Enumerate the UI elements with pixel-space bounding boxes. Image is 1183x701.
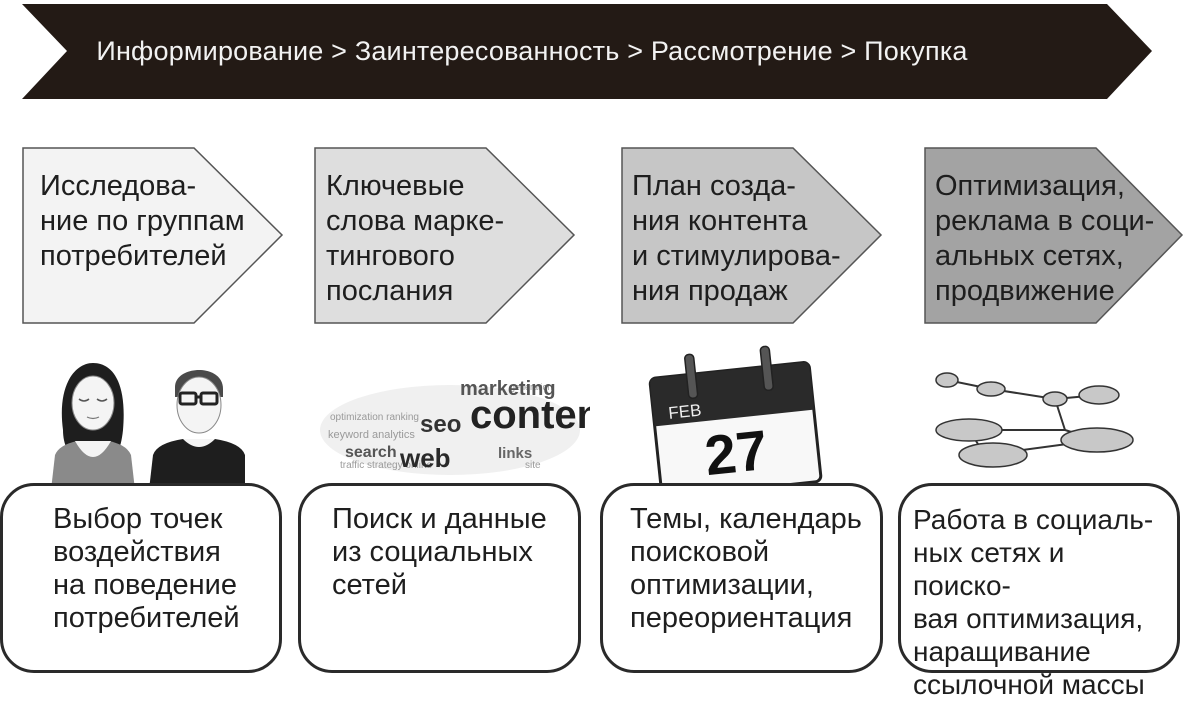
card-text: Выбор точек воздействия на поведение пот… bbox=[53, 503, 240, 634]
keywords-wordcloud-illustration: optimization ranking keyword analytics t… bbox=[320, 378, 590, 475]
wordcloud-word-content: content bbox=[470, 393, 590, 437]
stage-chevron-shape bbox=[314, 147, 576, 324]
man-icon bbox=[149, 370, 245, 490]
card-search-social: Поиск и данные из социальных сетей bbox=[298, 483, 581, 673]
svg-text:traffic strategy online: traffic strategy online bbox=[340, 460, 433, 471]
stage-chevron-shape bbox=[22, 147, 284, 324]
stage-label: План созда- ния контента и стимулирова- … bbox=[632, 170, 841, 307]
card-text: Работа в социаль- ных сетях и поиско- ва… bbox=[913, 504, 1154, 700]
funnel-stages-title: Информирование > Заинтересованность > Ра… bbox=[96, 36, 968, 66]
card-social-seo: Работа в социаль- ных сетях и поиско- ва… bbox=[898, 483, 1180, 700]
stage-optimization: Оптимизация, реклама в соци- альных сетя… bbox=[924, 147, 1183, 324]
svg-text:optimization ranking: optimization ranking bbox=[330, 412, 419, 423]
stage-content-plan: План созда- ния контента и стимулирова- … bbox=[621, 147, 883, 324]
svg-text:keyword analytics: keyword analytics bbox=[328, 429, 415, 441]
card-text: Темы, календарь поисковой оптимизации, п… bbox=[630, 503, 862, 634]
wordcloud-word-links: links bbox=[498, 445, 532, 462]
stage-chevron-shape bbox=[924, 147, 1183, 324]
stage-label: Ключевые слова марке- тингового послания bbox=[326, 170, 505, 307]
wordcloud-word-seo: seo bbox=[420, 411, 461, 438]
wordcloud-word-search: search bbox=[345, 444, 397, 461]
network-graph-icon bbox=[935, 372, 1134, 468]
banner-arrow-shape bbox=[22, 4, 1152, 99]
card-touchpoints: Выбор точек воздействия на поведение пот… bbox=[0, 483, 282, 673]
woman-icon bbox=[51, 363, 135, 490]
stage-keywords: Ключевые слова марке- тингового послания bbox=[314, 147, 576, 324]
wordcloud-word-marketing: web bbox=[399, 443, 451, 473]
wordcloud-word-web: marketing bbox=[460, 378, 556, 400]
funnel-banner: Информирование > Заинтересованность > Ра… bbox=[22, 4, 1152, 99]
stage-chevron-shape bbox=[621, 147, 883, 324]
calendar-icon: FEB 27 bbox=[648, 345, 823, 485]
card-topics-calendar: Темы, календарь поисковой оптимизации, п… bbox=[600, 483, 883, 673]
stage-label: Исследова- ние по группам потребителей bbox=[40, 170, 245, 272]
svg-text:generation: generation bbox=[510, 382, 553, 392]
stage-label: Оптимизация, реклама в соци- альных сетя… bbox=[935, 170, 1155, 307]
svg-text:site: site bbox=[525, 460, 541, 471]
calendar-month: FEB bbox=[667, 400, 702, 422]
stage-research: Исследова- ние по группам потребителей bbox=[22, 147, 284, 324]
consumers-illustration bbox=[51, 363, 245, 490]
calendar-day: 27 bbox=[702, 418, 771, 485]
card-text: Поиск и данные из социальных сетей bbox=[332, 503, 547, 601]
